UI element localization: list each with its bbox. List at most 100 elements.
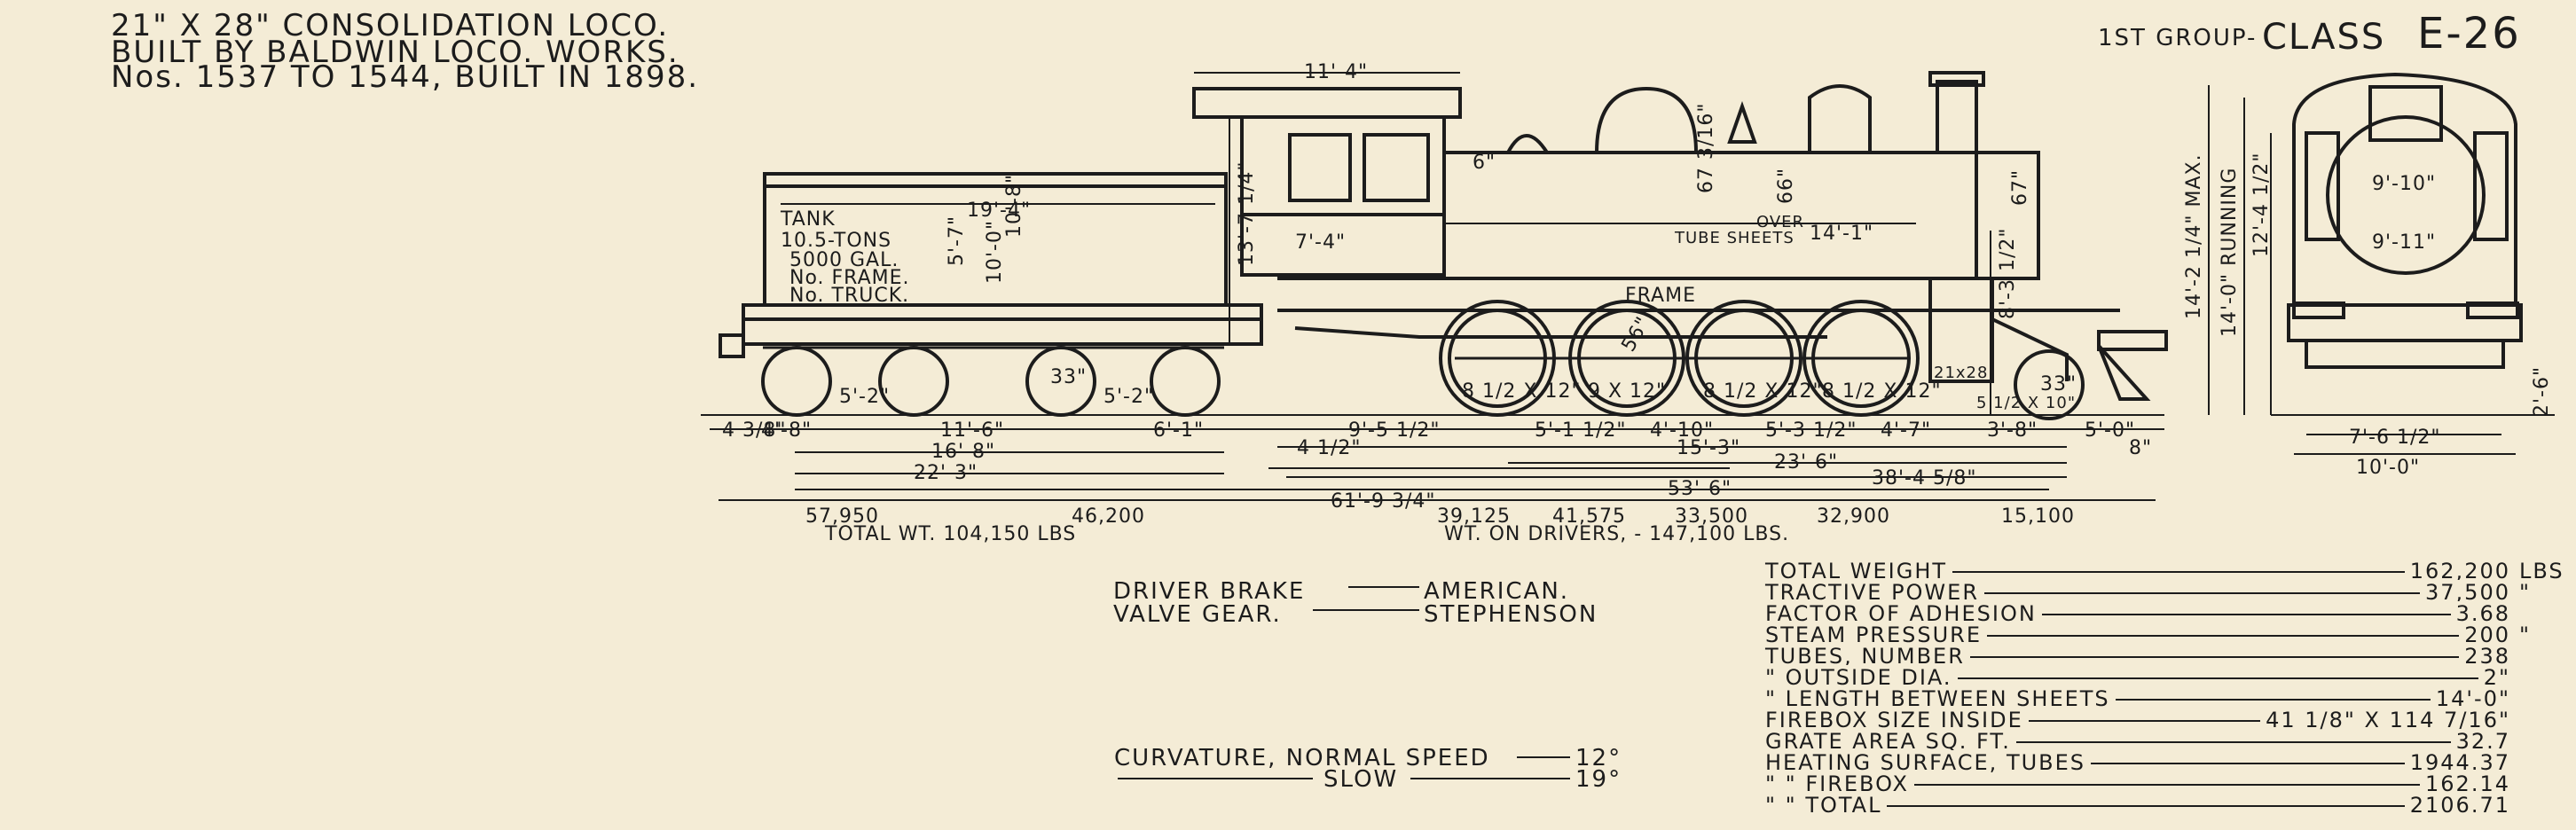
spec-label: TRACTIVE POWER: [1765, 580, 1984, 605]
weight-driver-3: 33,500: [1675, 505, 1748, 528]
spec-value: 14'-0": [2430, 686, 2510, 711]
cab-window-2: [1363, 133, 1430, 202]
dim-s: 53'-6": [1668, 478, 1732, 500]
smoke-stack: [1936, 80, 1978, 154]
spec-value: 41 1/8" X 114 7/16": [2260, 708, 2510, 732]
dim-t: 61'-9 3/4": [1331, 490, 1436, 513]
dim-cab-width: 11'-4": [1304, 61, 1368, 83]
weight-tender-total: TOTAL WT. 104,150 LBS: [825, 523, 1077, 545]
brake-value: AMERICAN.: [1424, 578, 1570, 605]
dim-front-w1: 9'-10": [2372, 173, 2436, 195]
label-gal: 5000 GAL.: [789, 249, 899, 271]
dim-a: 4'-8": [761, 419, 812, 442]
dim-n: 3'-8": [1987, 419, 2038, 442]
dim-truck-axle: 5 1/2 X 10": [1976, 394, 2076, 412]
title-line-2: BUILT BY BALDWIN LOCO. WORKS.: [111, 35, 679, 70]
spec-value: 1944.37: [2404, 750, 2510, 775]
dim-axle-2: 9 X 12": [1588, 380, 1666, 403]
spec-row: TUBES, NUMBER 238: [1765, 644, 2564, 669]
dim-front-gauge: 7'-6 1/2": [2349, 427, 2441, 449]
class-label: CLASS: [2262, 17, 2386, 58]
label-over: OVER: [1756, 213, 1804, 231]
spec-row: FACTOR OF ADHESION 3.68: [1765, 601, 2564, 626]
spec-label: TUBES, NUMBER: [1765, 644, 1970, 669]
dim-cab-inner: 7'-4": [1295, 231, 1346, 254]
tender-wheel-1: [761, 346, 832, 417]
weight-driver-4: 32,900: [1817, 505, 1890, 528]
dim-cab-h: 13'-7 1/4": [1236, 161, 1258, 267]
dim-truck-wheel: 33": [2040, 373, 2077, 395]
front-view-boiler: [2326, 115, 2486, 275]
curvature-slow-label: SLOW: [1323, 766, 1399, 793]
spec-value: 3.68: [2450, 601, 2510, 626]
label-truck: No. TRUCK.: [789, 285, 909, 307]
dim-dome-off: 6": [1473, 152, 1496, 174]
title-line-1: 21" X 28" CONSOLIDATION LOCO.: [111, 8, 670, 43]
dim-m: 4'-7": [1881, 419, 1931, 442]
front-view-cab: [2292, 72, 2517, 307]
spec-value: 37,500: [2420, 580, 2510, 605]
dim-d: 5'-2": [1103, 386, 1154, 408]
spec-value: 32.7: [2450, 729, 2510, 754]
spec-row: GRATE AREA SQ. FT. 32.7: [1765, 729, 2564, 754]
label-frame: FRAME: [1625, 285, 1696, 307]
spec-label: FACTOR OF ADHESION: [1765, 601, 2042, 626]
steam-dome: [1595, 86, 1698, 153]
dim-drv-d: 56": [1618, 313, 1655, 356]
group-label: 1ST GROUP-: [2098, 25, 2258, 51]
dim-g: 22'-3": [914, 462, 978, 484]
label-tank: TANK: [780, 208, 836, 231]
dim-f: 16'-8": [931, 441, 995, 463]
dim-k: 4'-10": [1650, 419, 1714, 442]
cab-window-1: [1288, 133, 1352, 202]
dim-l: 5'-3 1/2": [1765, 419, 1857, 442]
spec-value: 238: [2459, 644, 2510, 669]
spec-row: HEATING SURFACE, TUBES 1944.37: [1765, 750, 2564, 775]
pilot: [2097, 344, 2151, 401]
dim-tender-top: 19'-4": [967, 200, 1031, 222]
dim-front-total: 10'-0": [2356, 457, 2420, 479]
truck-wheel: [2014, 349, 2085, 420]
curvature-slow: 19°: [1575, 766, 1622, 793]
dim-u: 4 3/8": [722, 419, 787, 442]
spec-value: 162,200: [2404, 559, 2510, 583]
dim-running-h: 14'-0" RUNNING: [2219, 168, 2241, 337]
weight-tender-rear: 46,200: [1072, 505, 1145, 528]
spec-row: " " FIREBOX 162.14: [1765, 771, 2564, 796]
dim-o: 5'-0": [2085, 419, 2135, 442]
spec-value: 2106.71: [2404, 793, 2510, 818]
spec-value: 162.14: [2420, 771, 2510, 796]
dim-cyl: 21x28: [1934, 364, 1988, 382]
dim-front-h: 12'-4 1/2": [2250, 153, 2273, 258]
spec-label: GRATE AREA SQ. FT.: [1765, 729, 2016, 754]
tender-frame: [742, 303, 1263, 346]
spec-label: " LENGTH BETWEEN SHEETS: [1765, 686, 2116, 711]
spec-label: HEATING SURFACE, TUBES: [1765, 750, 2092, 775]
spec-unit: LBS: [2519, 559, 2564, 583]
tender-wheel-4: [1150, 346, 1221, 417]
weight-truck: 15,100: [2001, 505, 2075, 528]
valve-value: STEPHENSON: [1424, 601, 1598, 628]
dim-front-w2: 9'-11": [2372, 231, 2436, 254]
bell: [1727, 100, 1757, 144]
class-id: E-26: [2417, 9, 2521, 59]
cylinder: [1928, 277, 1994, 383]
sand-dome: [1808, 84, 1872, 153]
dim-q: 23'-6": [1774, 451, 1838, 474]
spec-value: 200: [2459, 622, 2510, 647]
spec-unit: ": [2519, 622, 2532, 647]
weight-driver-1: 39,125: [1437, 505, 1511, 528]
spec-row: " OUTSIDE DIA.2": [1765, 665, 2564, 690]
dim-smoke-h: 67": [2009, 169, 2031, 206]
spec-label: " " FIREBOX: [1765, 771, 1914, 796]
label-frame: No. FRAME.: [789, 267, 910, 289]
dim-c: 11'-6": [940, 419, 1004, 442]
title-line-3: Nos. 1537 TO 1544, BUILT IN 1898.: [111, 59, 700, 95]
label-tube-sheets: TUBE SHEETS: [1674, 229, 1795, 247]
dim-cyl-h: 8'-3 1/2": [1997, 228, 2019, 320]
